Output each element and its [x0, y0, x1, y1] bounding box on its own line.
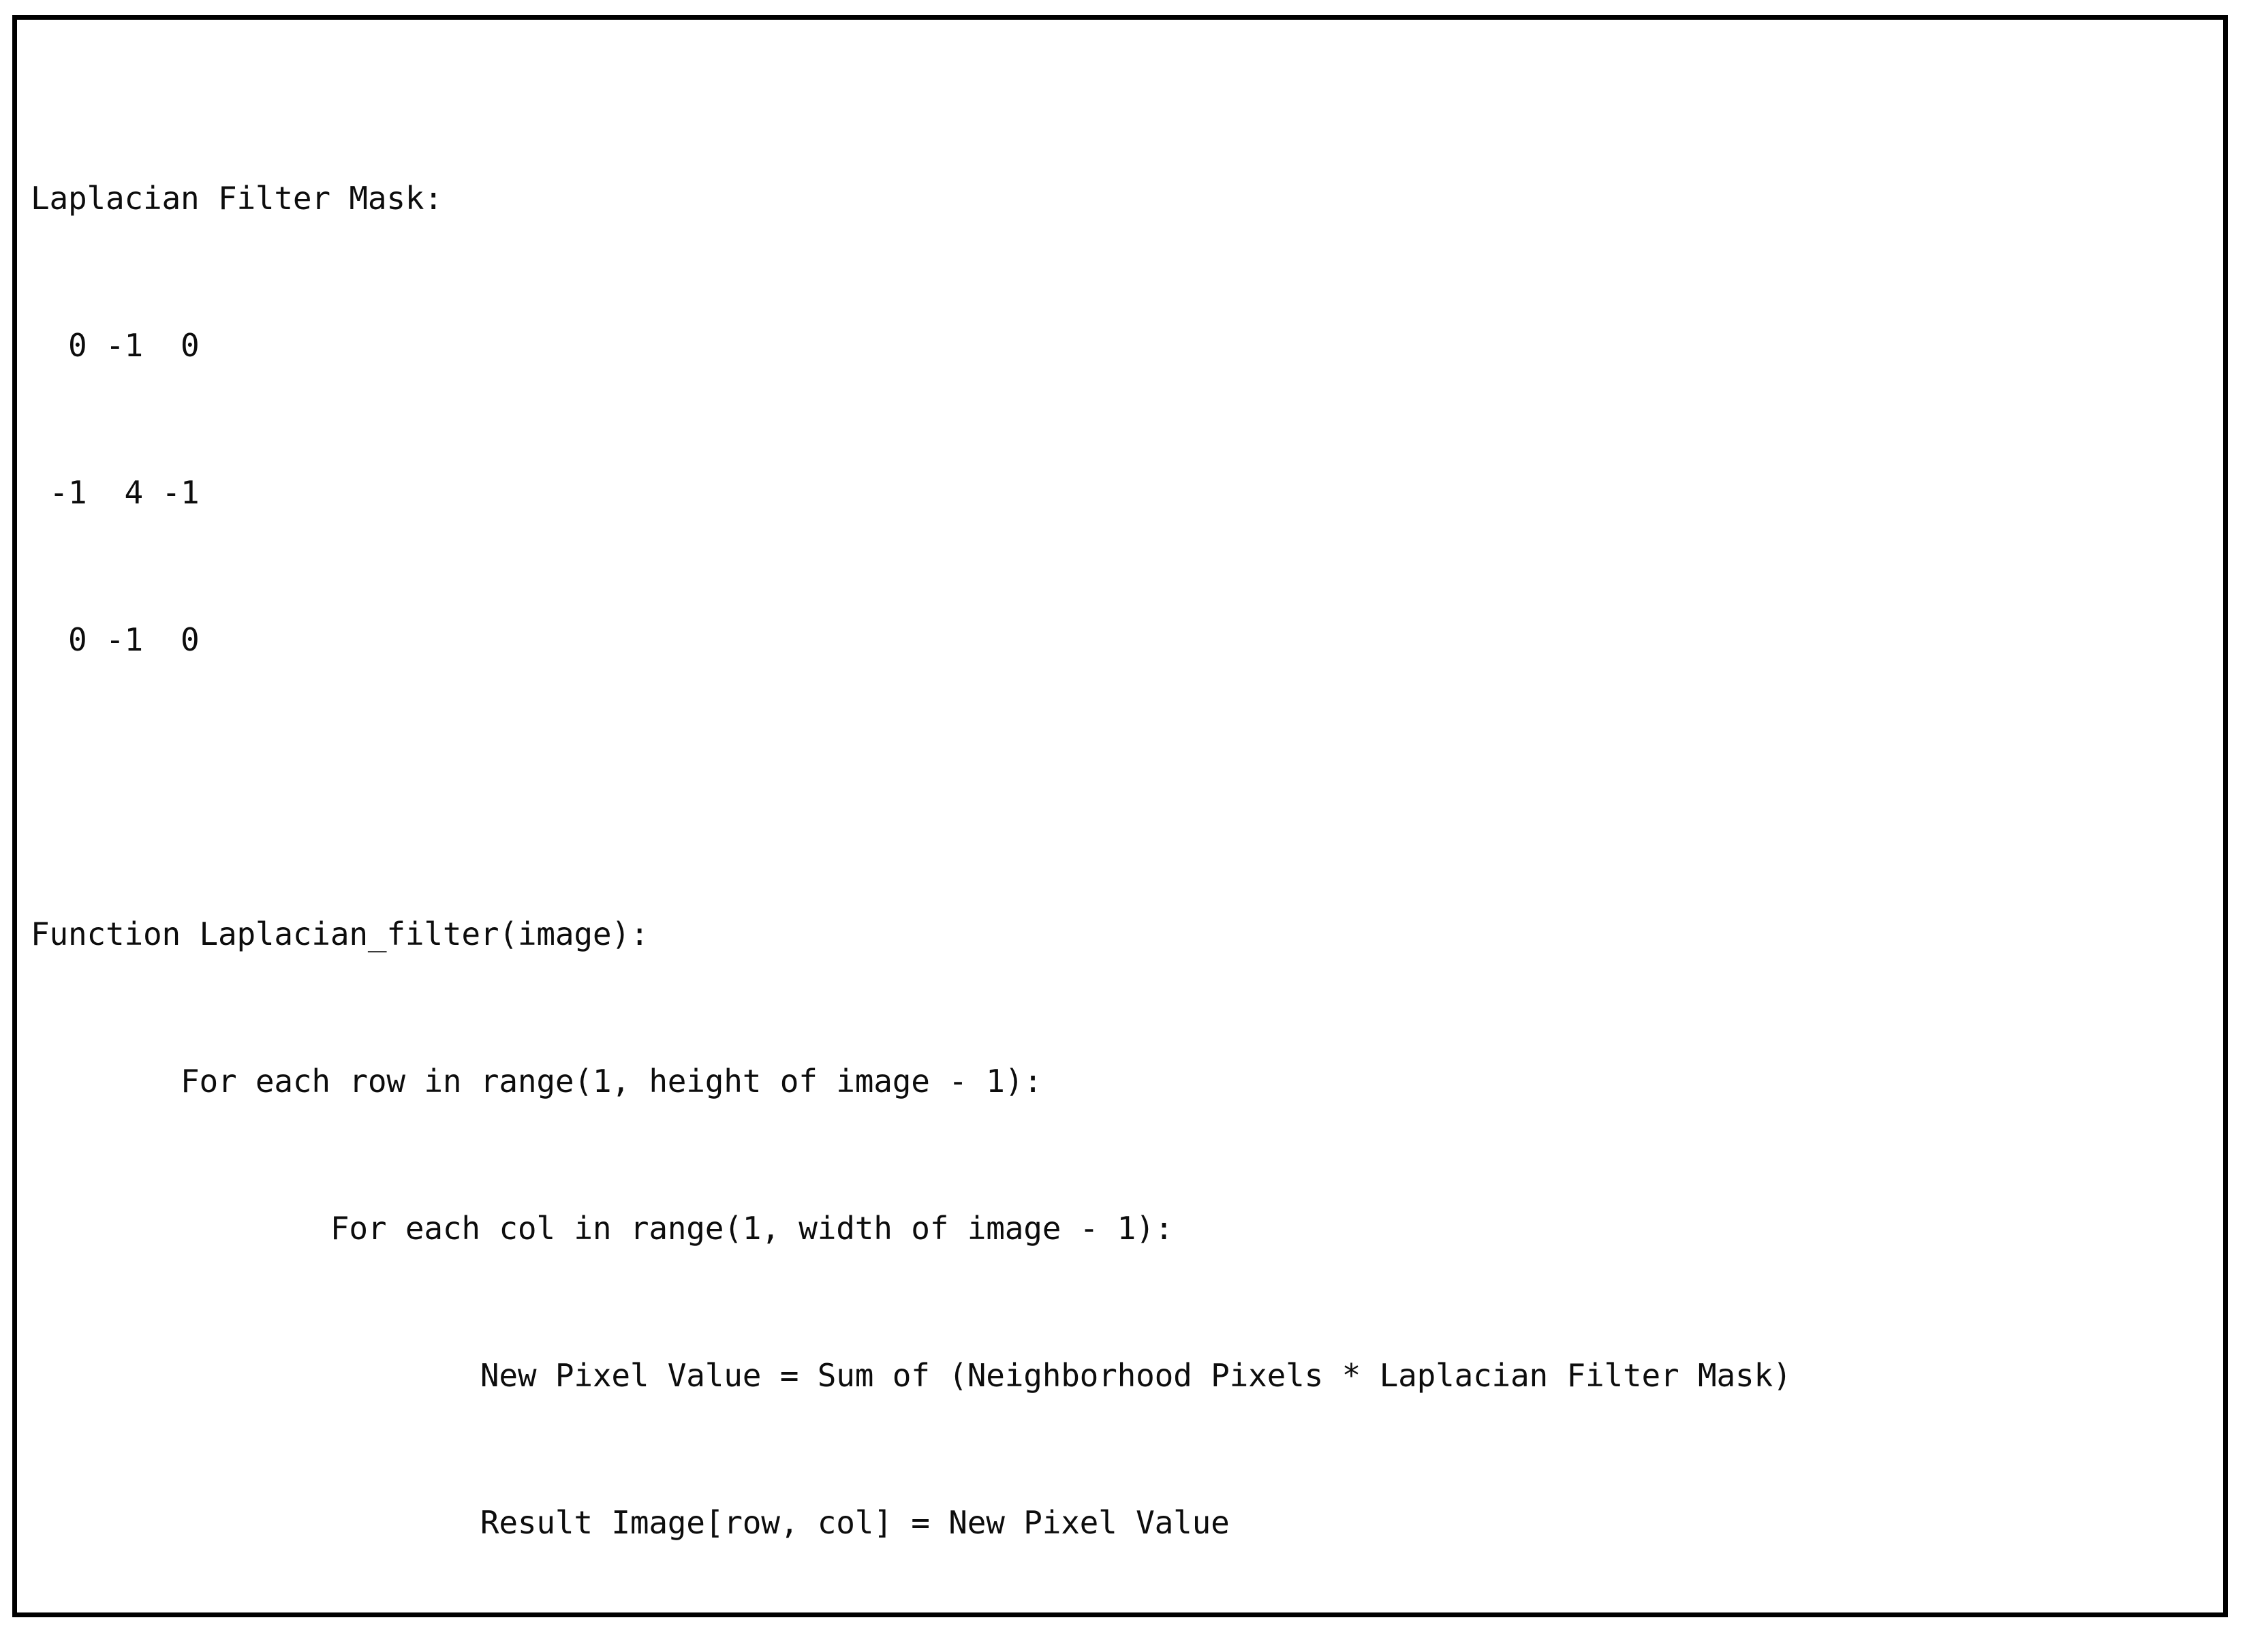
code-line-result-image-assign: Result Image[row, col] = New Pixel Value	[31, 1504, 1230, 1541]
code-line-mask-row-2: -1 4 -1	[31, 474, 200, 511]
pseudocode-figure-frame: Laplacian Filter Mask: 0 -1 0 -1 4 -1 0 …	[12, 15, 2228, 1617]
code-line-heading: Laplacian Filter Mask:	[31, 180, 443, 217]
code-line-func-laplacian-filter-signature: Function Laplacian_filter(image):	[31, 916, 649, 952]
code-line-mask-row-3: 0 -1 0	[31, 621, 200, 658]
pseudocode-listing: Laplacian Filter Mask: 0 -1 0 -1 4 -1 0 …	[31, 27, 2223, 1612]
code-line-for-each-col: For each col in range(1, width of image …	[31, 1210, 1174, 1247]
code-line-mask-row-1: 0 -1 0	[31, 327, 200, 364]
code-line-blank-1	[31, 762, 2223, 811]
code-line-for-each-row: For each row in range(1, height of image…	[31, 1063, 1042, 1100]
code-line-new-pixel-value: New Pixel Value = Sum of (Neighborhood P…	[31, 1357, 1792, 1394]
